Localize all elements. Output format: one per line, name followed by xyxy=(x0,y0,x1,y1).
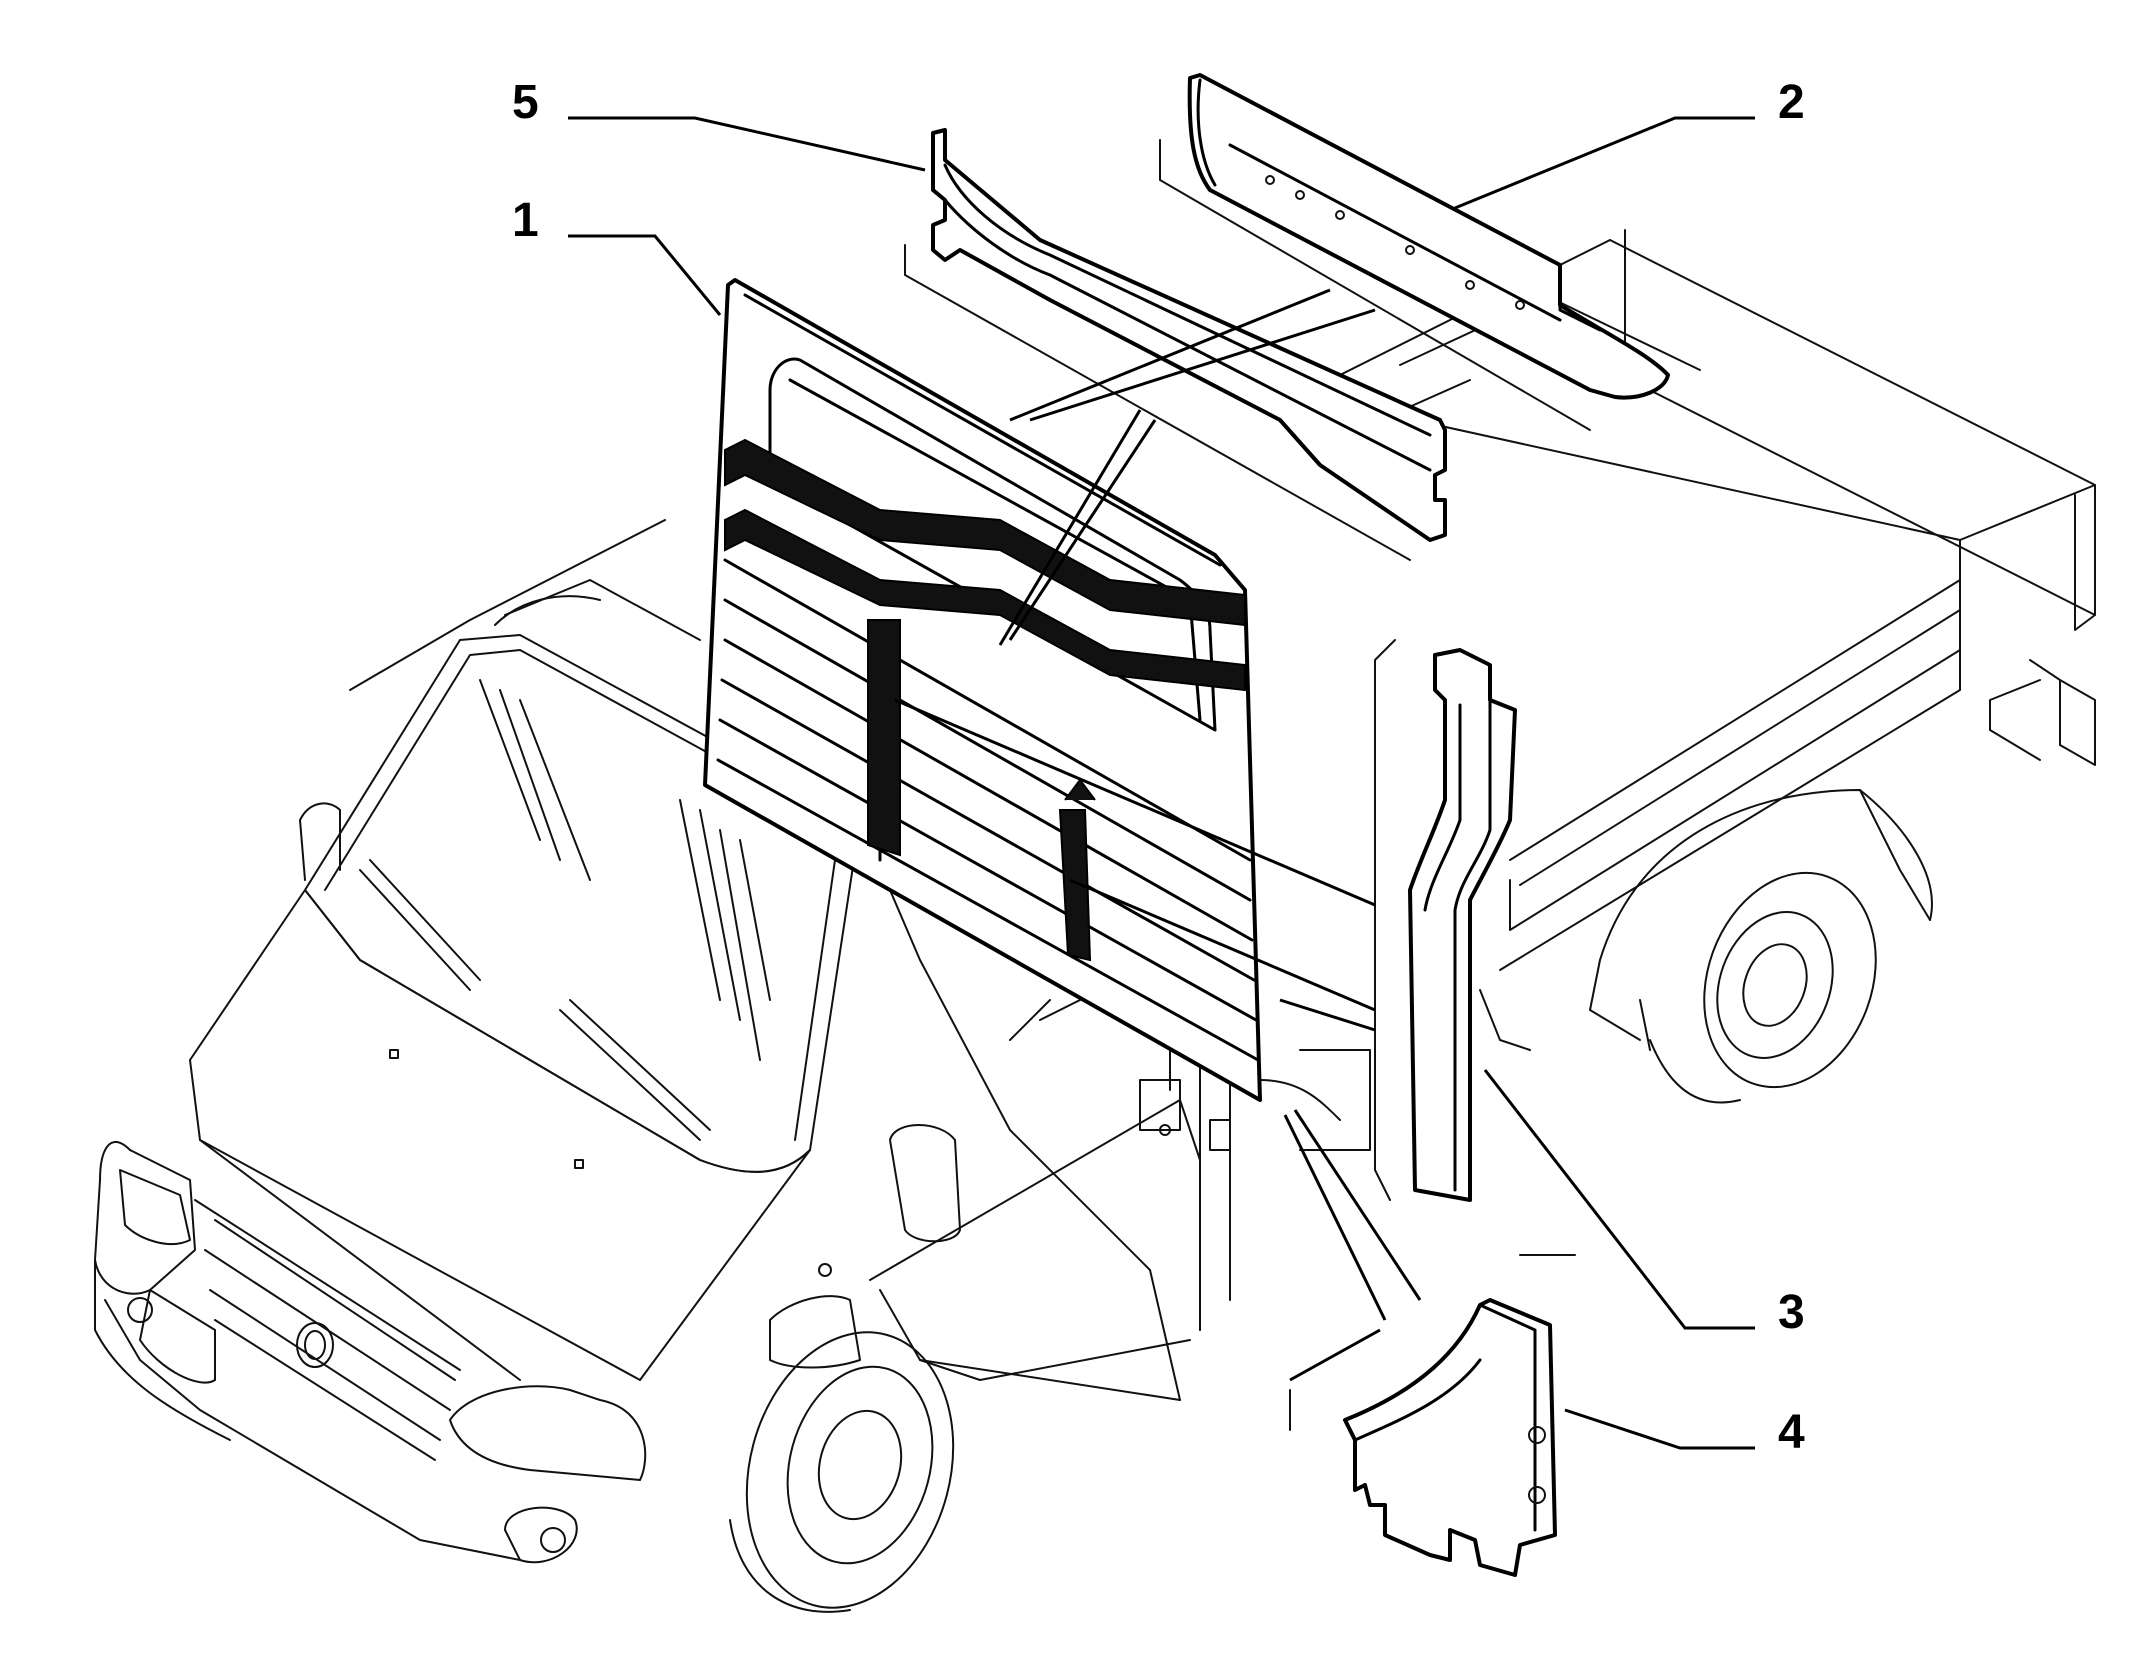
callout-labels: 5 1 2 3 4 xyxy=(512,76,1805,1459)
rear-wheel xyxy=(1589,789,1933,1104)
callout-4: 4 xyxy=(1778,1406,1805,1459)
callout-5: 5 xyxy=(512,76,539,129)
callout-3: 3 xyxy=(1778,1286,1805,1339)
part-2-roof-crossmember xyxy=(1159,73,1670,431)
callout-1: 1 xyxy=(512,194,539,247)
part-5-upper-crossmember xyxy=(904,128,1447,561)
part-1-rear-cab-panel xyxy=(703,278,1262,1102)
cargo-bed xyxy=(1299,229,2096,971)
part-3-pillar-reinforcement xyxy=(1374,639,1517,1202)
cab-body xyxy=(94,519,1531,1613)
callout-2: 2 xyxy=(1778,76,1805,129)
part-4-corner-bracket xyxy=(1289,1254,1576,1577)
leader-lines xyxy=(568,116,1755,1450)
